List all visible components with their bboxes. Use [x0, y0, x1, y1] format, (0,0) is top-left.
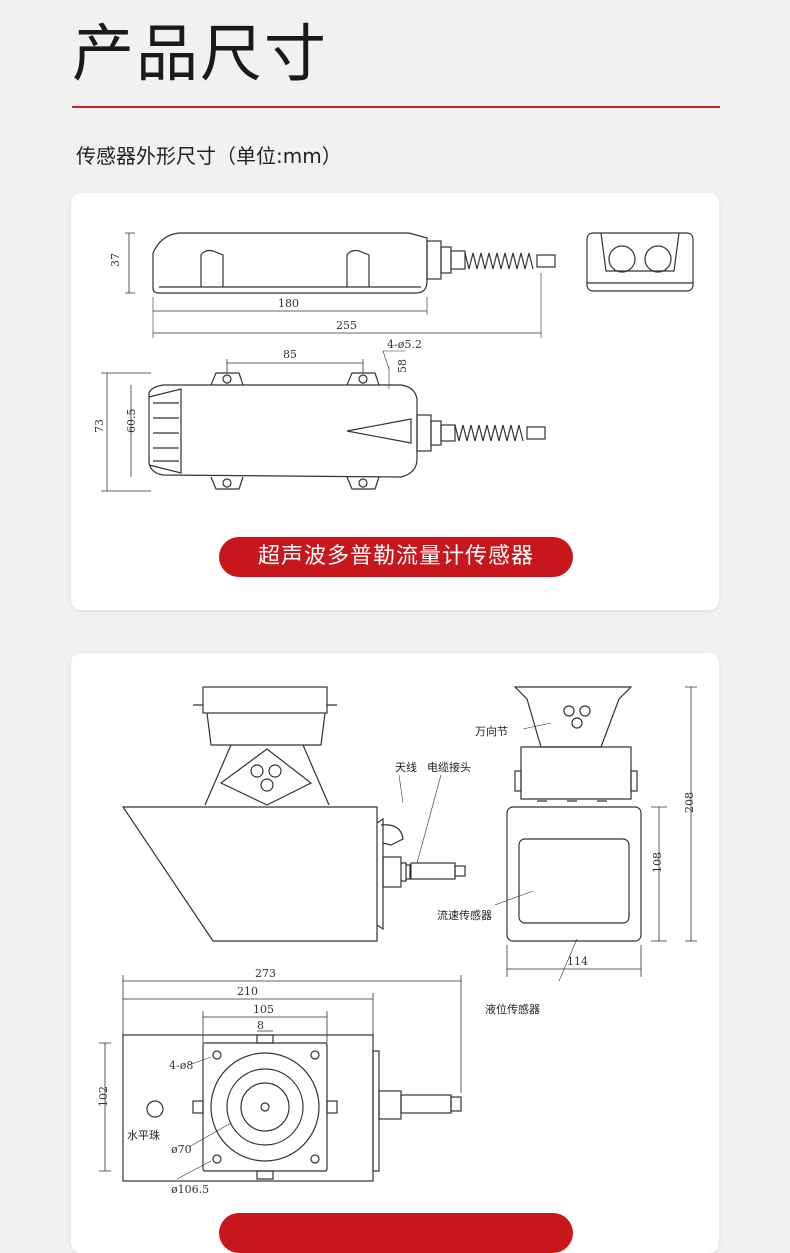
label-velocity-sensor: 流速传感器 — [437, 908, 492, 922]
dim-holes-8: 4-ø8 — [169, 1059, 193, 1072]
dim-102: 102 — [97, 1086, 110, 1107]
dim-105: 105 — [253, 1003, 274, 1016]
sensor-drawing: 37 180 255 85 4-ø5.2 58 73 60.5 — [93, 232, 694, 492]
dim-273: 273 — [255, 967, 276, 980]
dim-208: 208 — [683, 792, 696, 813]
dim-60-5: 60.5 — [125, 409, 138, 434]
section-subtitle: 传感器外形尺寸（单位:mm） — [76, 144, 342, 168]
sensor-caption-badge: 超声波多普勒流量计传感器 — [219, 537, 573, 577]
dim-73: 73 — [93, 419, 106, 433]
dim-210: 210 — [237, 985, 258, 998]
dim-114: 114 — [567, 955, 588, 968]
dim-holes: 4-ø5.2 — [387, 338, 422, 351]
label-antenna: 天线 — [395, 760, 417, 774]
dim-8: 8 — [257, 1019, 264, 1032]
label-universal-joint: 万向节 — [475, 724, 508, 738]
dim-58: 58 — [396, 359, 409, 373]
installation-caption-badge — [219, 1213, 573, 1253]
installation-dimension-card: 天线 电缆接头 万向节 流速传感器 液位传感器 水平珠 208 108 114 … — [71, 653, 719, 1253]
label-cable-connector: 电缆接头 — [427, 761, 471, 774]
label-bubble-level: 水平珠 — [127, 1128, 160, 1142]
label-level-sensor: 液位传感器 — [485, 1002, 540, 1016]
sensor-dimension-card: 37 180 255 85 4-ø5.2 58 73 60.5 超声波多普勒流量… — [71, 193, 719, 610]
installation-drawing: 天线 电缆接头 万向节 流速传感器 液位传感器 水平珠 208 108 114 … — [97, 686, 697, 1196]
dim-37: 37 — [109, 253, 122, 267]
dim-85: 85 — [283, 348, 297, 361]
dim-108: 108 — [651, 852, 664, 873]
dim-70: ø70 — [171, 1143, 192, 1156]
dim-255: 255 — [336, 319, 357, 332]
title-divider — [72, 106, 720, 108]
dim-106-5: ø106.5 — [171, 1183, 209, 1196]
dim-180: 180 — [278, 297, 299, 310]
page-title: 产品尺寸 — [72, 17, 329, 90]
